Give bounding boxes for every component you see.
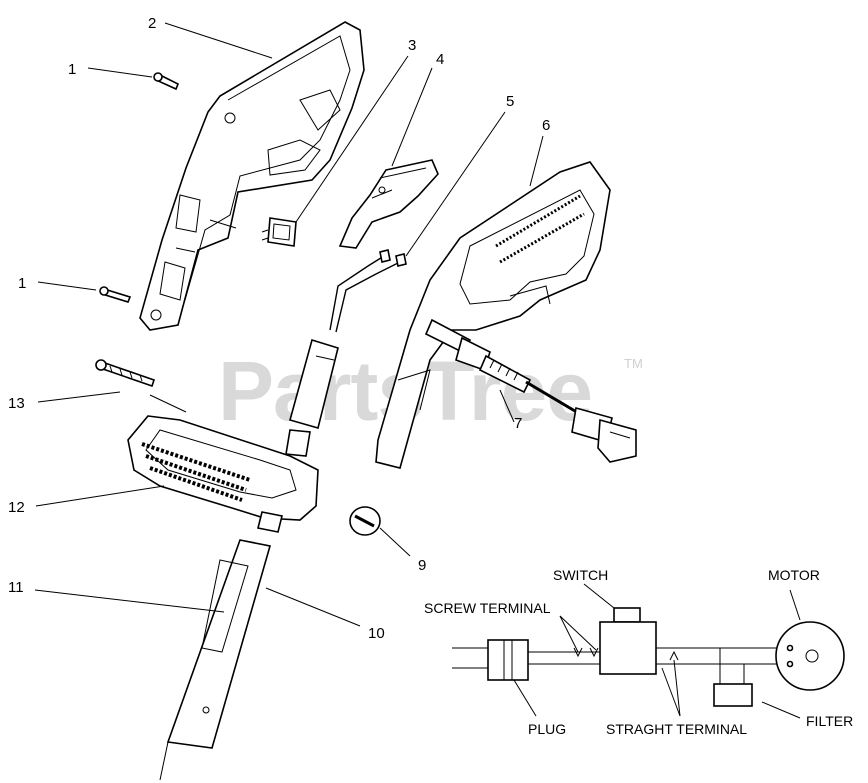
- switch-box: [599, 621, 657, 675]
- switch-top-box: [613, 607, 641, 623]
- knob-part: [349, 506, 381, 536]
- wire-leads: [329, 249, 407, 333]
- callout-numbers: 2 1 1 3 4 5 6 7 13 12 9 11 10: [8, 15, 550, 642]
- callout-13: 13: [8, 395, 25, 412]
- trigger-part: [338, 159, 439, 249]
- callout-1-lower: 1: [18, 275, 26, 292]
- straight-terminal-label: STRAGHT TERMINAL: [606, 721, 747, 737]
- callout-12: 12: [8, 499, 25, 516]
- callout-5: 5: [506, 93, 514, 110]
- wiring-diagram: SWITCH MOTOR SCREW TERMINAL PLUG STRAGHT…: [424, 567, 853, 737]
- callout-2: 2: [148, 15, 156, 32]
- watermark-tm: TM: [624, 356, 643, 371]
- screw-terminal-label: SCREW TERMINAL: [424, 600, 551, 616]
- callout-1-upper: 1: [68, 61, 76, 78]
- cord-set: [424, 318, 637, 463]
- screw-upper: [153, 72, 180, 91]
- callout-3: 3: [408, 37, 416, 54]
- callout-10: 10: [368, 625, 385, 642]
- motor-label: MOTOR: [768, 567, 820, 583]
- callout-6: 6: [542, 117, 550, 134]
- d-handle: [375, 161, 611, 469]
- leader-lines: [34, 22, 544, 627]
- lower-tube: [159, 539, 272, 781]
- filter-label: FILTER: [806, 713, 853, 729]
- plug-box: [487, 639, 529, 681]
- callout-11: 11: [8, 579, 24, 596]
- callout-4: 4: [436, 51, 444, 68]
- callout-7: 7: [514, 415, 522, 432]
- lower-handle: [127, 415, 319, 533]
- switch-part: [261, 217, 297, 247]
- switch-label: SWITCH: [553, 567, 608, 583]
- filter-box: [713, 683, 753, 707]
- connector-tube: [289, 338, 339, 429]
- handle-housing-half: [139, 21, 365, 331]
- motor-circle: [775, 621, 845, 691]
- long-screw: [95, 359, 156, 388]
- screw-lower: [99, 286, 132, 303]
- plug-label: PLUG: [528, 721, 566, 737]
- callout-9: 9: [418, 557, 426, 574]
